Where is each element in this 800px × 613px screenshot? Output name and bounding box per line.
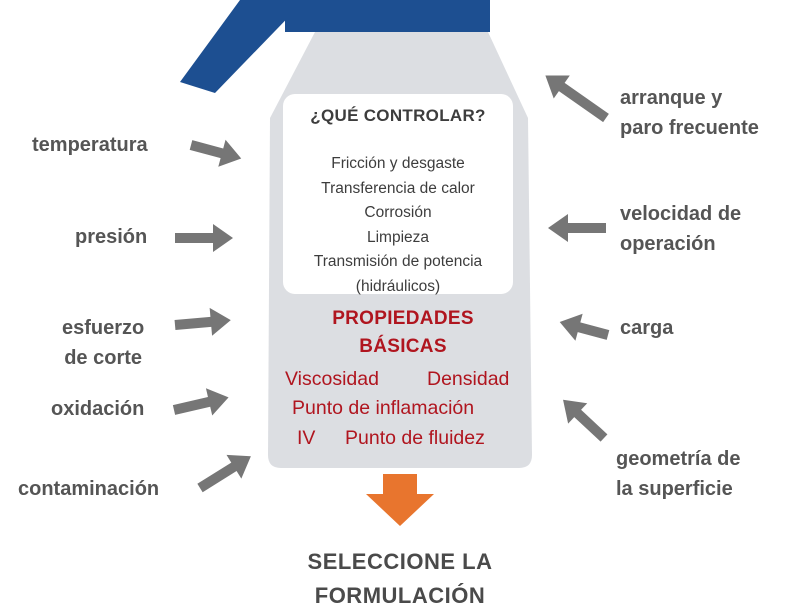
- factor-presion: presión: [75, 226, 148, 248]
- control-item: Transmisión de potencia: [313, 253, 483, 270]
- control-item: Limpieza: [366, 228, 430, 246]
- control-box-title: ¿QUÉ CONTROLAR?: [310, 106, 486, 125]
- arrow-velocidad-de-operacion: [548, 214, 606, 242]
- arrow-geometria-de-la-superficie: [563, 399, 608, 442]
- property-punto-de-inflamacion: Punto de inflamación: [292, 397, 475, 419]
- arrow-carga: [559, 313, 610, 341]
- factor-velocidad-de-operacion: velocidad de operación: [620, 203, 742, 255]
- control-box-list: Fricción y desgaste Transferencia de cal…: [283, 152, 513, 299]
- control-item: Corrosión: [364, 204, 432, 221]
- bottle-handle: [180, 0, 305, 93]
- property-punto-de-fluidez: Punto de fluidez: [345, 427, 485, 449]
- arrow-oxidacion: [172, 388, 229, 416]
- factor-carga: carga: [620, 317, 674, 339]
- property-viscosidad: Viscosidad: [285, 368, 379, 390]
- control-item: Fricción y desgaste: [331, 155, 465, 172]
- control-item: Transferencia de calor: [321, 179, 475, 197]
- property-iv: IV: [297, 427, 316, 449]
- factor-contaminacion: contaminación: [18, 478, 160, 500]
- down-arrow: [366, 474, 434, 526]
- control-box: ¿QUÉ CONTROLAR? Fricción y desgaste Tran…: [283, 94, 513, 295]
- property-densidad: Densidad: [427, 368, 510, 390]
- arrow-temperatura: [189, 139, 242, 167]
- arrow-contaminacion: [197, 454, 251, 493]
- factor-esfuerzo-de-corte: esfuerzo de corte: [62, 317, 145, 369]
- bottle-nozzle: [285, 0, 490, 32]
- arrow-presion: [175, 224, 233, 252]
- result-text: SELECCIONE LA FORMULACIÓN: [307, 549, 493, 608]
- factor-temperatura: temperatura: [32, 134, 148, 156]
- properties-title: PROPIEDADES BÁSICAS: [332, 308, 474, 357]
- control-item: (hidráulicos): [355, 277, 441, 295]
- factor-arranque-y-paro: arranque y paro frecuente: [620, 87, 759, 139]
- arrow-esfuerzo-de-corte: [174, 307, 231, 336]
- factor-geometria-de-la-superficie: geometría de la superficie: [616, 448, 741, 500]
- arrow-arranque-y-paro: [545, 75, 609, 123]
- factor-oxidacion: oxidación: [51, 398, 145, 420]
